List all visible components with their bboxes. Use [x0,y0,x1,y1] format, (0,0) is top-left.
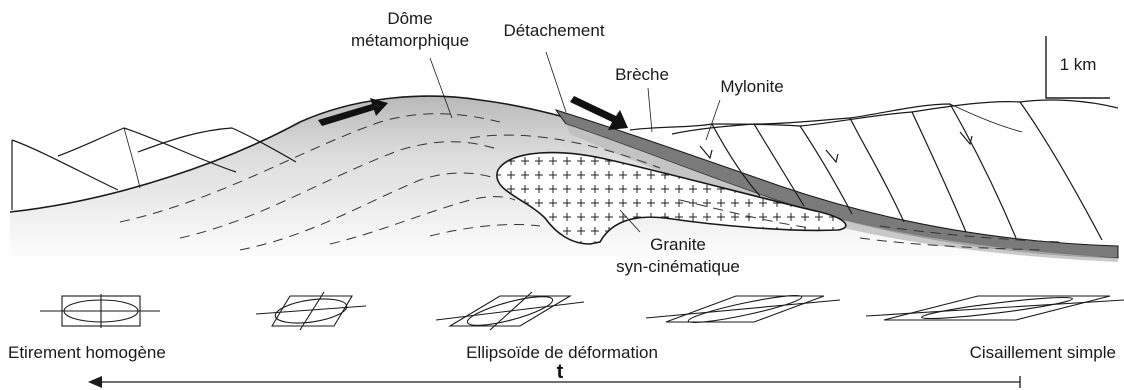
label-dome-line2: métamorphique [351,31,469,50]
label-dome-line1: Dôme [387,9,432,28]
scale-label: 1 km [1060,55,1097,74]
caption-homogeneous-stretching: Etirement homogène [8,343,166,362]
strain-shape-4 [646,291,840,327]
scale-bar: 1 km [1046,36,1110,98]
label-mylonite: Mylonite [720,77,783,96]
shear-sense-arrows [700,132,972,162]
caption-simple-shear: Cisaillement simple [970,343,1116,362]
caption-strain-ellipsoid: Ellipsoïde de déformation [466,343,658,362]
strain-shape-1 [40,294,160,328]
label-granite-line1: Granite [650,235,706,254]
time-axis: t [88,361,1020,388]
strain-shape-3 [436,291,584,331]
label-detachment: Détachement [503,21,604,40]
label-granite-line2: syn-cinématique [616,257,740,276]
label-breccia: Brèche [615,65,669,84]
time-label: t [557,361,564,383]
strain-shape-5 [866,294,1124,322]
strain-shape-2 [256,292,366,330]
